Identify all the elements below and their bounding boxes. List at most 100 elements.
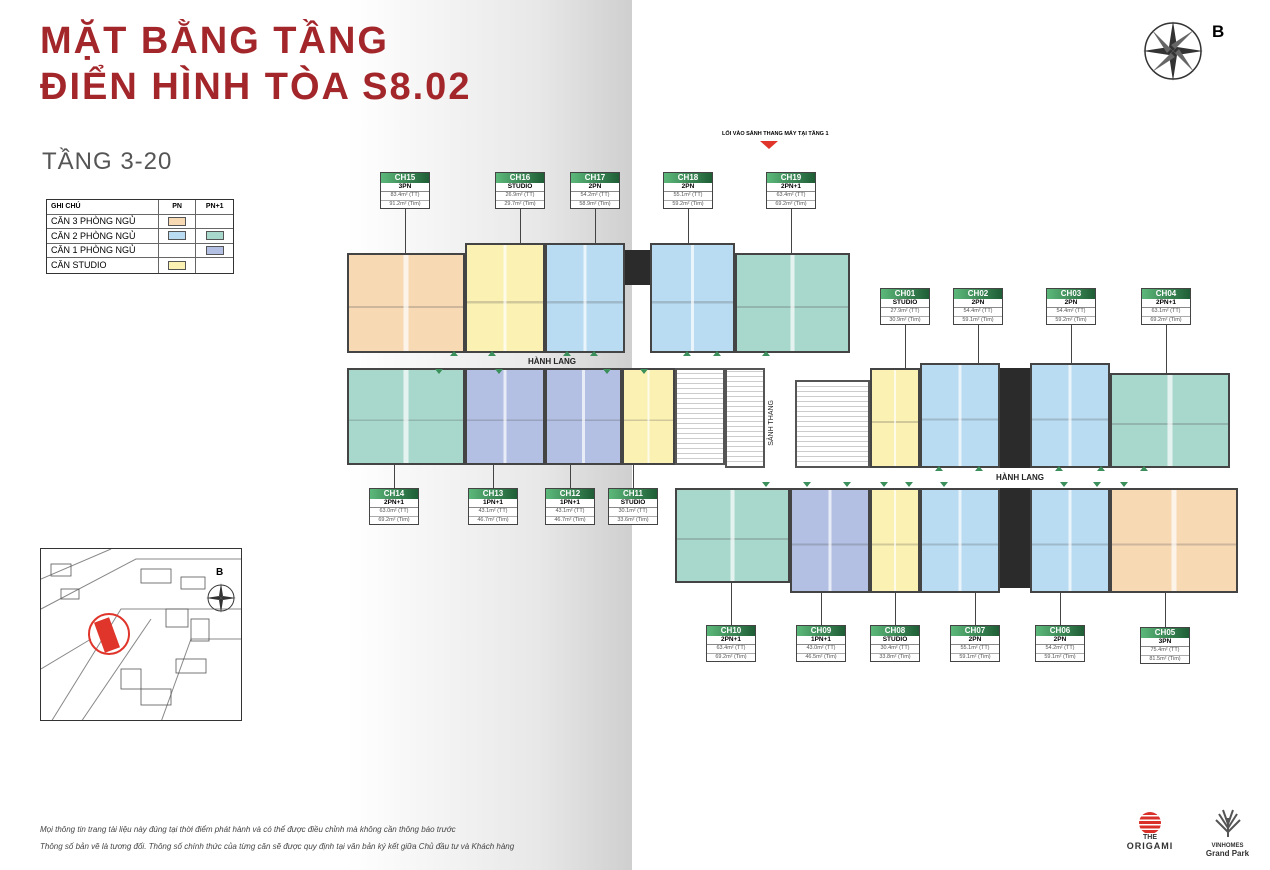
unit-ch12[interactable]	[545, 368, 622, 465]
unit-area-tim: 69.2m² (Tim)	[1150, 316, 1182, 323]
unit-ch06[interactable]	[1030, 488, 1110, 593]
unit-ch07[interactable]	[920, 488, 1000, 593]
label-leader-line	[405, 208, 406, 253]
legend-swatch-pn	[168, 260, 187, 270]
unit-type: 2PN	[664, 183, 712, 192]
entry-marker-icon	[683, 351, 691, 356]
label-leader-line	[1060, 593, 1061, 625]
entry-marker-icon	[935, 466, 943, 471]
corridor-label-right: HÀNH LANG	[996, 473, 1044, 482]
entry-marker-icon	[1055, 466, 1063, 471]
label-leader-line	[394, 465, 395, 488]
legend: GHI CHÚ PN PN+1 CĂN 3 PHÒNG NGỦ CĂN 2 PH…	[46, 199, 234, 274]
unit-area-tim: 46.7m² (Tim)	[477, 516, 509, 523]
disclaimer-2: Thông số bản vẽ là tương đối. Thông số c…	[40, 842, 515, 851]
entry-marker-icon	[488, 351, 496, 356]
unit-ch18[interactable]	[650, 243, 735, 353]
elevator-stair-core	[725, 368, 765, 468]
unit-type: 2PN	[954, 299, 1002, 308]
unit-ch17[interactable]	[545, 243, 625, 353]
unit-code: CH14	[370, 489, 418, 499]
unit-code: CH01	[881, 289, 929, 299]
unit-area-tt: 30.4m² (TT)	[871, 645, 919, 654]
unit-code: CH09	[797, 626, 845, 636]
label-leader-line	[1071, 324, 1072, 363]
unit-area-tim: 46.7m² (Tim)	[554, 516, 586, 523]
unit-area-tt: 43.1m² (TT)	[546, 508, 594, 517]
entry-marker-icon	[435, 369, 443, 374]
legend-cell-pn	[157, 229, 196, 243]
unit-ch01[interactable]	[870, 368, 920, 468]
label-leader-line	[731, 583, 732, 625]
unit-area-tim: 59.2m² (Tim)	[672, 200, 704, 207]
unit-ch09[interactable]	[790, 488, 870, 593]
unit-ch13[interactable]	[465, 368, 545, 465]
unit-area-tim: 46.5m² (Tim)	[805, 653, 837, 660]
unit-ch15[interactable]	[347, 253, 465, 353]
unit-ch14[interactable]	[347, 368, 465, 465]
unit-ch08[interactable]	[870, 488, 920, 593]
legend-cell-pn1	[195, 229, 233, 243]
legend-header-pn: PN	[157, 200, 196, 214]
unit-area-tt: 27.9m² (TT)	[881, 308, 929, 317]
unit-area-tim: 29.7m² (Tim)	[504, 200, 536, 207]
label-leader-line	[975, 593, 976, 625]
compass-letter: B	[1212, 22, 1225, 41]
shaft-core	[1000, 488, 1030, 588]
legend-cell-pn	[157, 258, 196, 273]
unit-type: STUDIO	[881, 299, 929, 308]
legend-row-label: CĂN 1 PHÒNG NGỦ	[51, 245, 136, 256]
unit-ch10[interactable]	[675, 488, 790, 583]
entrance-note: LỐI VÀO SẢNH THANG MÁY TẠI TẦNG 1	[722, 131, 829, 137]
entry-marker-icon	[640, 369, 648, 374]
unit-area-tt: 63.1m² (TT)	[1142, 308, 1190, 317]
entry-marker-icon	[495, 369, 503, 374]
unit-type: 1PN+1	[797, 636, 845, 645]
entry-marker-icon	[762, 482, 770, 487]
unit-code: CH17	[571, 173, 619, 183]
entry-marker-icon	[940, 482, 948, 487]
origami-logo-name: ORIGAMI	[1126, 841, 1174, 851]
unit-code: CH10	[707, 626, 755, 636]
unit-ch02[interactable]	[920, 363, 1000, 468]
unit-area-tim: 81.5m² (Tim)	[1149, 655, 1181, 662]
legend-cell-pn1	[195, 258, 233, 273]
unit-area-tim: 91.2m² (Tim)	[389, 200, 421, 207]
unit-type: 1PN+1	[546, 499, 594, 508]
label-leader-line	[633, 465, 634, 488]
unit-area-tim: 33.6m² (Tim)	[617, 516, 649, 523]
legend-cell-pn	[157, 214, 196, 228]
legend-swatch-pn	[168, 216, 187, 226]
unit-ch11[interactable]	[622, 368, 675, 465]
unit-type: 3PN	[381, 183, 429, 192]
unit-ch05[interactable]	[1110, 488, 1238, 593]
label-leader-line	[791, 208, 792, 253]
unit-ch19[interactable]	[735, 253, 850, 353]
entry-marker-icon	[880, 482, 888, 487]
unit-ch03[interactable]	[1030, 363, 1110, 468]
unit-code: CH12	[546, 489, 594, 499]
origami-logo-the: THE	[1143, 834, 1157, 841]
unit-area-tt: 63.4m² (TT)	[767, 192, 815, 201]
site-map-drawing	[41, 549, 241, 720]
label-leader-line	[895, 593, 896, 625]
legend-row-label: CĂN STUDIO	[51, 260, 107, 271]
entry-marker-icon	[563, 351, 571, 356]
site-minimap: B	[40, 548, 242, 721]
unit-code: CH19	[767, 173, 815, 183]
label-leader-line	[570, 465, 571, 488]
unit-ch16[interactable]	[465, 243, 545, 353]
unit-area-tt: 54.2m² (TT)	[1036, 645, 1084, 654]
unit-area-tim: 59.1m² (Tim)	[962, 316, 994, 323]
entry-marker-icon	[603, 369, 611, 374]
unit-area-tt: 54.4m² (TT)	[1047, 308, 1095, 317]
unit-ch04[interactable]	[1110, 373, 1230, 468]
unit-area-tt: 26.9m² (TT)	[496, 192, 544, 201]
